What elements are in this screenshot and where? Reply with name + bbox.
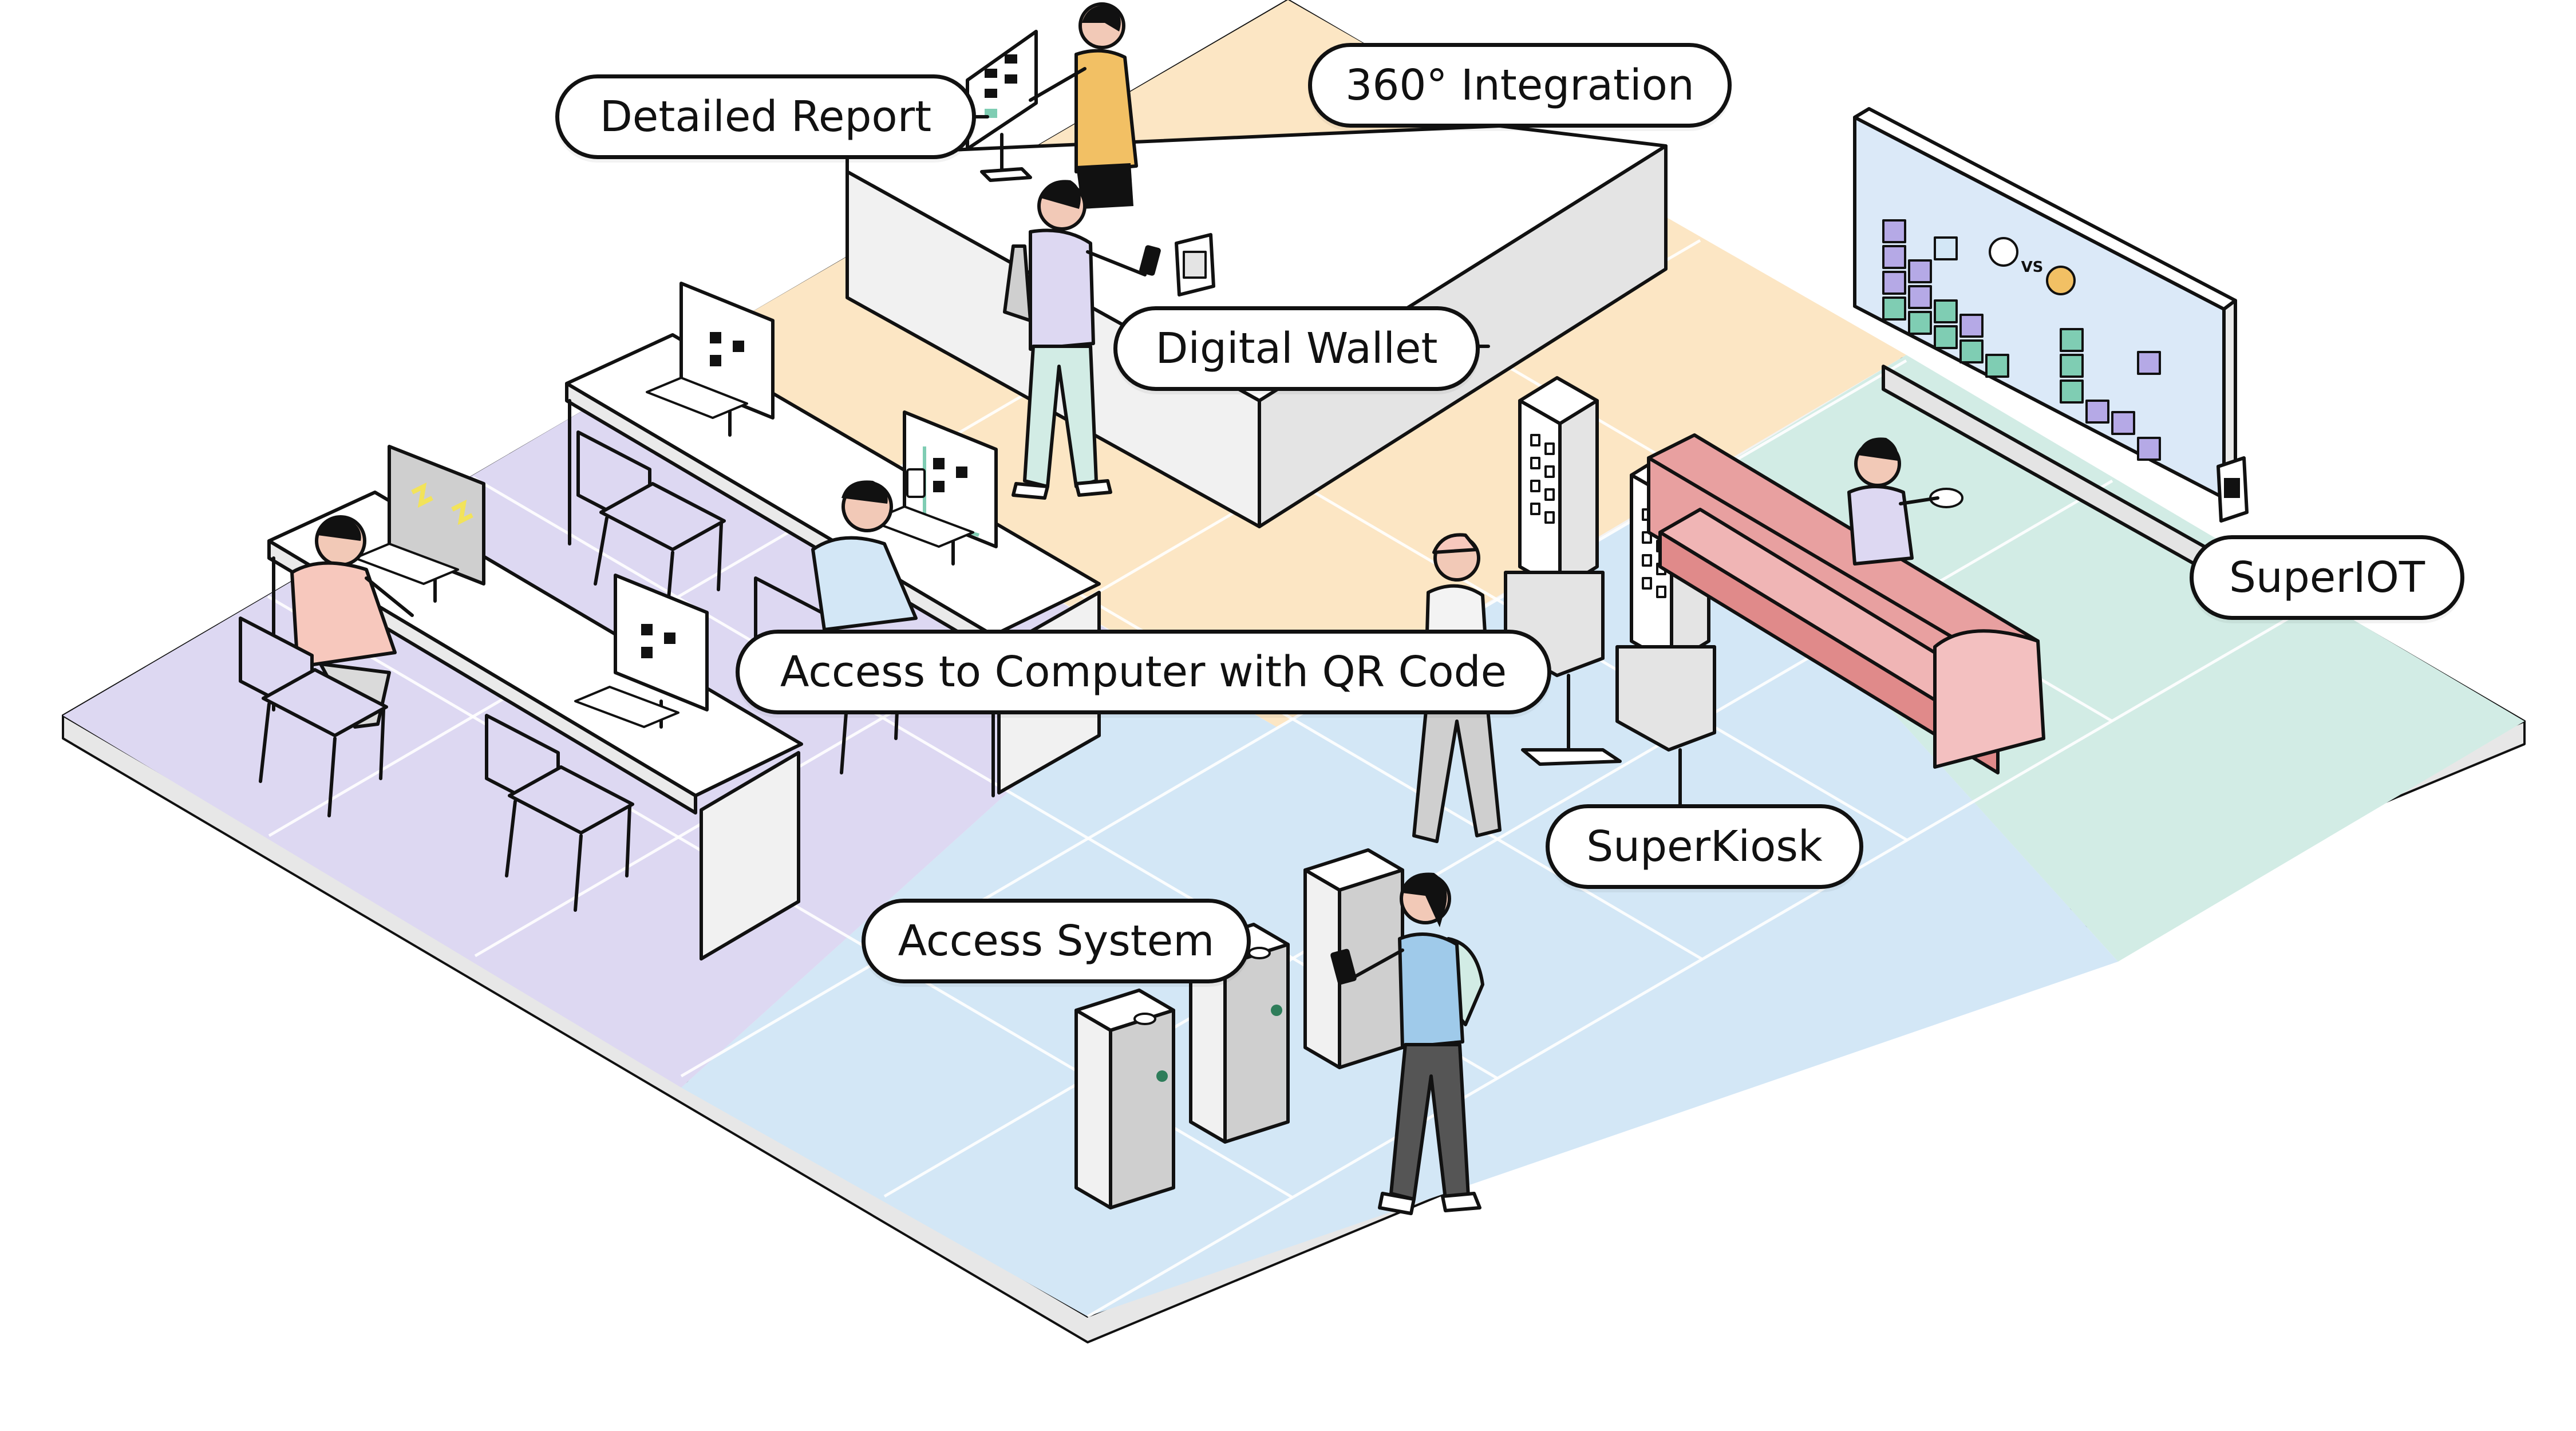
monitor-qr-front — [574, 574, 709, 729]
turnstile-middle — [1189, 923, 1290, 1144]
chair-front-1 — [239, 616, 388, 817]
callout-superkiosk: SuperKiosk — [1546, 804, 1863, 889]
gamer — [1847, 437, 1963, 566]
chair-front-2 — [485, 714, 634, 912]
screen-vs-text: VS — [2021, 259, 2044, 276]
turnstile-left — [1074, 989, 1175, 1209]
callout-access-system: Access System — [862, 899, 1251, 983]
callout-qr-computer-access: Access to Computer with QR Code — [736, 630, 1551, 714]
monitor-qr-back-right — [869, 410, 998, 566]
staff-person — [1029, 2, 1138, 209]
callout-connectors — [974, 115, 1490, 348]
seated-user-back — [811, 468, 926, 631]
access-user — [1330, 872, 1484, 1215]
iot-display: VS — [1853, 107, 2249, 574]
wallet-customer — [1003, 180, 1161, 500]
monitor-game — [354, 445, 485, 603]
monitor-qr-back-left — [646, 282, 775, 437]
payment-terminal — [1175, 233, 1215, 297]
callout-360-integration: 360° Integration — [1308, 43, 1732, 128]
sofa — [1647, 433, 2045, 774]
callout-digital-wallet: Digital Wallet — [1113, 306, 1480, 391]
callout-detailed-report: Detailed Report — [555, 74, 976, 159]
callout-superiot: SuperIOT — [2190, 535, 2464, 620]
chair-back-1 — [576, 430, 726, 620]
